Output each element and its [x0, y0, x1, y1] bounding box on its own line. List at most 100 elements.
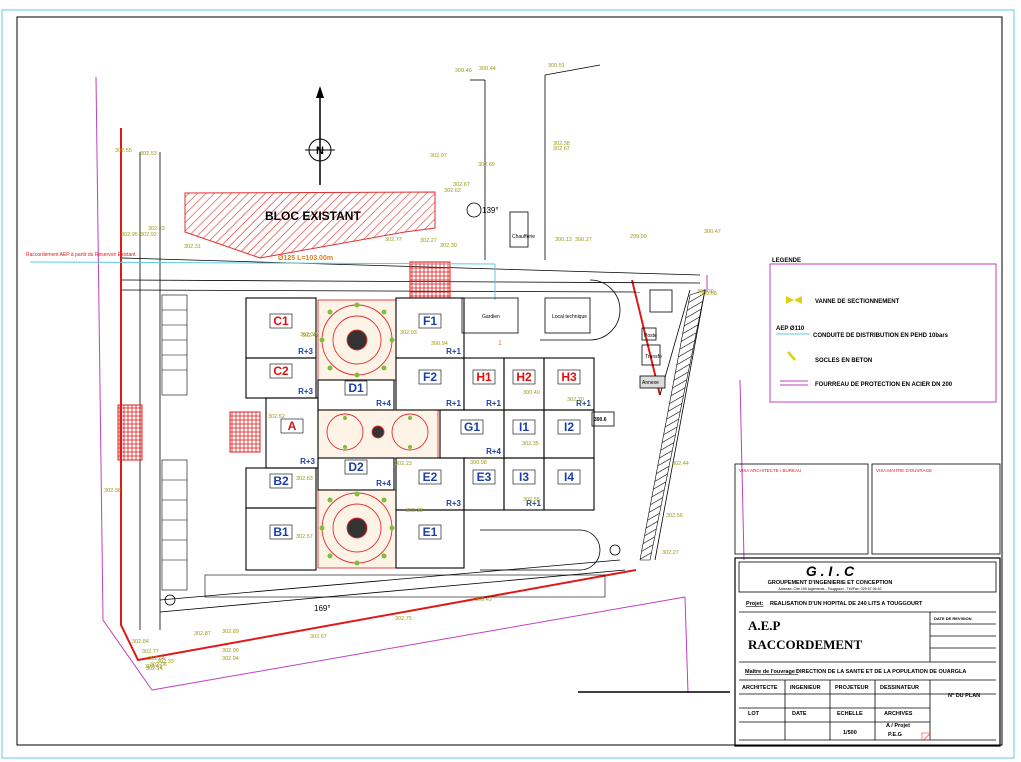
legend-item-3: FOURREAU DE PROTECTION EN ACIER DN 200 — [815, 382, 953, 388]
block-id: H3 — [561, 370, 577, 384]
block-id: H2 — [516, 370, 532, 384]
block-label-box — [269, 473, 293, 489]
elevation-label: 302.57 — [296, 534, 313, 540]
block-id: I3 — [519, 470, 529, 484]
building-block: I4 — [543, 457, 595, 511]
elevation-label: 302.53 — [140, 151, 157, 157]
elevation-label: 300.68 — [700, 291, 717, 297]
elevation-label: 302.84 — [132, 639, 149, 645]
block-level: R+3 — [446, 499, 461, 508]
elevation-label: 302.97 — [430, 153, 447, 159]
building-block: F2R+1 — [395, 357, 465, 411]
revision-date-label: DATE DE REVISION — [934, 616, 972, 621]
building-block: D1R+4 — [317, 379, 395, 411]
block-id: A — [288, 419, 297, 433]
building-block: D2R+4 — [317, 457, 395, 491]
elevation-label: 302.92 — [140, 232, 157, 238]
block-id: I1 — [519, 420, 529, 434]
level-right: 300.6 — [594, 417, 607, 423]
block-id: D1 — [348, 381, 364, 395]
tb-scale: 1/500 — [843, 730, 857, 736]
block-level: R+4 — [376, 399, 391, 408]
elevation-label: 302.33 — [148, 226, 165, 232]
block-id: F2 — [423, 370, 437, 384]
block-label-box — [418, 313, 442, 329]
angle-top: 139° — [482, 206, 499, 215]
block-id: F1 — [423, 314, 437, 328]
block-label-box — [269, 313, 293, 329]
sheet-border-inner — [16, 16, 1003, 746]
project-label: Projet: — [746, 601, 764, 607]
building-block: B1 — [245, 507, 317, 571]
block-label-box — [280, 418, 304, 434]
elevation-label: 300.47 — [704, 229, 721, 235]
elevation-label: 302.87 — [194, 631, 211, 637]
block-label-box — [269, 524, 293, 540]
elevation-label: 300.98 — [470, 460, 487, 466]
elevation-label: 302.38 — [553, 141, 570, 147]
legend-item-2: SOCLES EN BETON — [815, 358, 872, 364]
plot-boundary — [95, 76, 745, 694]
block-label-box — [418, 369, 442, 385]
block-id: B1 — [273, 525, 289, 539]
elevation-label: 302.69 — [478, 162, 495, 168]
block-level: R+1 — [576, 399, 591, 408]
pipe-small-label: 1 — [498, 340, 502, 347]
elevation-label: 302.77 — [142, 649, 159, 655]
building-block: H1R+1 — [463, 357, 505, 411]
elevation-label: 302.35 — [522, 441, 539, 447]
block-level: R+3 — [298, 387, 313, 396]
plan-title-1: A.E.P — [748, 618, 781, 633]
block-id: G1 — [464, 420, 480, 434]
building-block: C2R+3 — [245, 357, 317, 399]
elevation-label: 300.13 — [555, 237, 572, 243]
elevation-label: 302.55 — [523, 497, 540, 503]
block-id: E1 — [423, 525, 438, 539]
tb-date: DATE — [792, 711, 807, 717]
elevation-label: 302.67 — [310, 634, 327, 640]
elevation-label: 300.44 — [479, 66, 496, 72]
building-block: E1 — [395, 509, 465, 569]
east-strip — [639, 289, 706, 561]
company-sub: GROUPEMENT D'INGENIERIE ET CONCEPTION — [768, 580, 893, 586]
block-label-box — [557, 419, 581, 435]
utility-label: Chaufferie — [512, 234, 535, 240]
north-arrow: N — [305, 86, 335, 185]
block-id: E2 — [423, 470, 438, 484]
elevation-label: 302.27 — [420, 238, 437, 244]
tb-archive-2: P.E.G — [888, 732, 902, 738]
utility-label: Gardien — [482, 314, 500, 320]
elevation-label: 302.62 — [444, 188, 461, 194]
elevation-label: 302.52 — [268, 414, 285, 420]
entry-grid-west — [117, 404, 143, 461]
pipe-label: Ø125 L=103.00m — [278, 255, 333, 262]
block-label-box — [472, 469, 496, 485]
block-label-box — [557, 469, 581, 485]
elevation-label: 300.40 — [523, 390, 540, 396]
elevation-label: 302.38 — [104, 488, 121, 494]
elevation-label: 302.75 — [395, 616, 412, 622]
courtyard-trees — [319, 302, 412, 566]
utility-structures — [164, 202, 673, 606]
building-block: G1R+4 — [439, 409, 505, 459]
valve-icon — [786, 296, 794, 304]
block-label-box — [344, 380, 368, 396]
block-outline — [317, 457, 395, 491]
tb-archives: ARCHIVES — [884, 711, 913, 717]
elevation-label: 300.27 — [575, 237, 592, 243]
north-label: N — [316, 145, 324, 157]
block-level: R+1 — [486, 399, 501, 408]
building-block: B2 — [245, 467, 317, 509]
block-label-box — [472, 369, 496, 385]
stamp-box-label: VISA ARCHITECTE / BUREAU — [739, 468, 801, 473]
parking-left — [161, 294, 606, 598]
utility-label: Annexe — [642, 380, 659, 386]
elevation-label: 302.56 — [666, 513, 683, 519]
tb-scale-label: ECHELLE — [837, 711, 863, 717]
block-level: R+4 — [376, 479, 391, 488]
elevation-label: 302.32 — [300, 332, 317, 338]
tb-projeteur: PROJETEUR — [835, 685, 869, 691]
block-id: B2 — [273, 474, 289, 488]
utility-label: Transfo — [645, 354, 662, 360]
elevation-label: 302.89 — [222, 629, 239, 635]
